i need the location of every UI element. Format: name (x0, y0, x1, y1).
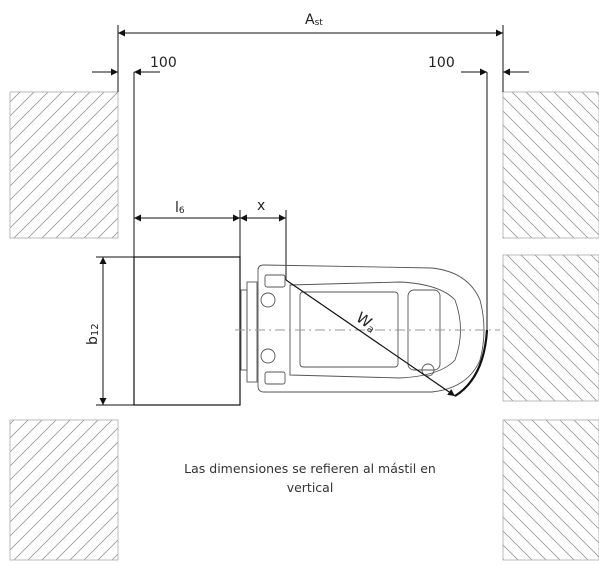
truck-inner-outline (289, 281, 461, 379)
rack-block-middle-right (502, 254, 599, 402)
wheel-top (264, 274, 286, 288)
rear-axle-hub (421, 363, 435, 377)
wa-turning-arc (454, 329, 489, 397)
rack-block-bottom-right (502, 419, 599, 561)
wa-label-sub: a (365, 323, 376, 336)
load-pallet (133, 256, 241, 406)
mast-left (246, 281, 258, 383)
operator-compartment (299, 291, 399, 368)
truck-body-outline (257, 264, 485, 393)
left-clearance-label: 100 (150, 55, 177, 71)
ast-label: Ast (305, 12, 323, 28)
ast-label-main: A (305, 12, 315, 28)
ast-label-sub: st (315, 18, 324, 28)
wa-label: Wa (352, 308, 380, 335)
l6-label-sub: 6 (179, 206, 185, 216)
right-clearance-label: 100 (428, 55, 455, 71)
x-label: x (257, 198, 265, 214)
caption-line-1: Las dimensiones se refieren al mástil en (184, 461, 436, 476)
rack-block-top-right (502, 91, 599, 239)
caption-line-2: vertical (287, 480, 334, 495)
rack-block-bottom-left (9, 419, 119, 561)
wa-radius-line (285, 279, 456, 397)
b12-label-main: b (85, 336, 101, 345)
wheel-bottom (264, 371, 286, 385)
rack-block-top-left (9, 91, 119, 239)
forklift-truck (235, 264, 500, 393)
steer-wheel-left (260, 292, 276, 308)
l6-label-main: l (175, 200, 179, 216)
b12-label-sub: 12 (90, 323, 101, 336)
l6-label: l6 (175, 200, 185, 216)
steer-wheel-right (260, 348, 276, 364)
rack-blocks (9, 91, 599, 561)
b12-label: b12 (85, 323, 101, 345)
